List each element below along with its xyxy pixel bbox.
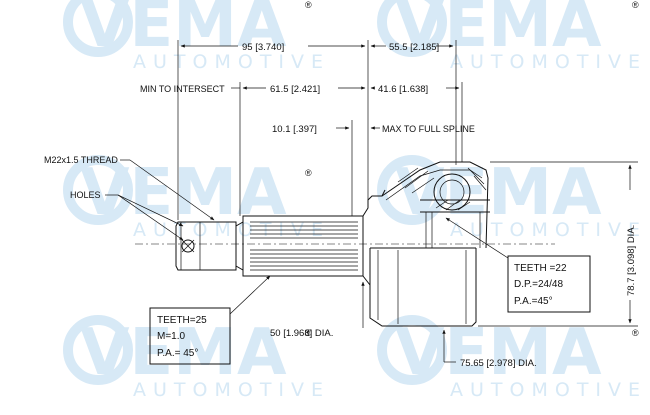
shaft-diameter-text: 50 [1.968] DIA. [270, 328, 333, 339]
watermark-bottom-right: VEMA AUTOMOTIVE ® [377, 315, 647, 401]
holes-callout-text: HOLES [70, 190, 101, 200]
spec-box-left: TEETH=25 M=1.0 P.A.= 45° [149, 275, 271, 365]
dim-intersect-right-text: 41.6 [1.638] [378, 84, 428, 95]
watermark-group: VEMA AUTOMOTIVE ® VEMA AUTOMOTIVE ® VEMA… [63, 0, 647, 401]
joint-housing [362, 161, 490, 327]
dim-overall-left-text: 95 [3.740] [242, 42, 284, 53]
shoulder-upper [362, 189, 386, 217]
watermark-brand-text: VEMA [80, 316, 287, 390]
watermark-tagline-text: AUTOMOTIVE [450, 51, 647, 73]
dim-overall-right-text: 55.5 [2.185] [389, 42, 439, 53]
watermark-registered-mark: ® [305, 168, 312, 178]
cross-hole [181, 239, 195, 253]
min-to-intersect-label: MIN TO INTERSECT [140, 84, 225, 94]
watermark-tagline-text: AUTOMOTIVE [450, 379, 647, 401]
watermark-tagline-text: AUTOMOTIVE [133, 379, 330, 401]
stub-shaft [175, 215, 364, 277]
max-to-full-spline-value: 10.1 [.397] [272, 124, 317, 135]
dim-seal-diameter: 75.65 [2.978] DIA. [442, 329, 537, 369]
watermark-brand-text: VEMA [395, 156, 602, 230]
watermark-mid-left: VEMA AUTOMOTIVE ® [63, 155, 323, 241]
callout-holes: HOLES [70, 190, 184, 241]
seal-diameter-text: 75.65 [2.978] DIA. [460, 358, 537, 369]
thread-callout-text: M22x1.5 THREAD [44, 155, 118, 165]
watermark-tagline-text: AUTOMOTIVE [133, 51, 330, 73]
dim-min-to-intersect: MIN TO INTERSECT 61.5 [2.421] 41.6 [1.63… [140, 82, 463, 216]
dim-overall: 95 [3.740] 55.5 [2.185] [177, 40, 457, 220]
spec-left-pressure-angle: P.A.= 45° [157, 348, 198, 359]
dim-shaft-diameter: 50 [1.968] DIA. [270, 281, 365, 339]
watermark-mid-right: VEMA AUTOMOTIVE [377, 155, 647, 241]
dim-outer-diameter: 78.7 [3.098] DIA. [478, 161, 638, 327]
watermark-bottom-left: VEMA AUTOMOTIVE ® [63, 315, 330, 401]
watermark-brand-text: VEMA [395, 316, 602, 390]
watermark-brand-text: VEMA [80, 0, 287, 62]
callout-thread: M22x1.5 THREAD [44, 155, 215, 221]
watermark-registered-mark: ® [305, 328, 312, 338]
ball-bearing [433, 173, 471, 211]
threaded-tip-outline [175, 221, 237, 271]
spec-right-diametral-pitch: D.P.=24/48 [514, 279, 563, 290]
section-hatching [397, 167, 487, 211]
shoulder-lower [362, 275, 371, 300]
watermark-brand-text: VEMA [395, 0, 602, 62]
spec-left-module: M=1.0 [157, 331, 186, 342]
spec-right-teeth: TEETH =22 [514, 263, 567, 274]
spec-left-teeth: TEETH=25 [157, 315, 207, 326]
spec-box-right: TEETH =22 D.P.=24/48 P.A.=45° [445, 217, 591, 313]
min-to-intersect-value: 61.5 [2.421] [270, 84, 320, 95]
bell-housing-outer [369, 248, 477, 327]
spec-right-pressure-angle: P.A.=45° [514, 296, 553, 307]
watermark-tagline-text: AUTOMOTIVE [450, 219, 647, 241]
watermark-top-right: VEMA AUTOMOTIVE ® [377, 0, 647, 73]
spline-lines [250, 221, 358, 271]
watermark-registered-mark: ® [632, 328, 639, 338]
outer-diameter-text: 78.7 [3.098] DIA. [626, 225, 637, 296]
watermark-top-left: VEMA AUTOMOTIVE ® [63, 0, 330, 73]
watermark-registered-mark: ® [632, 0, 639, 10]
watermark-brand-text: VEMA [80, 156, 287, 230]
dim-max-to-full-spline: 10.1 [.397] MAX TO FULL SPLINE [272, 120, 475, 216]
max-to-full-spline-label: MAX TO FULL SPLINE [382, 124, 475, 134]
watermark-registered-mark: ® [305, 0, 312, 10]
splined-section-outline [242, 215, 364, 277]
housing-upper-outline [381, 161, 489, 249]
